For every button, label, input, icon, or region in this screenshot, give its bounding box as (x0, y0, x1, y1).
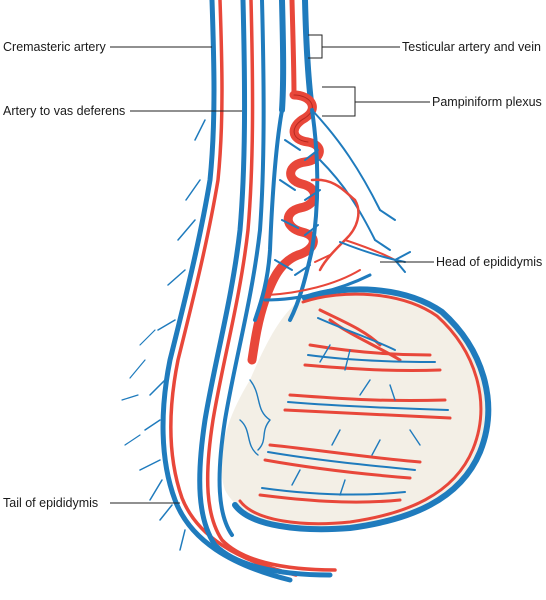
cremasteric-vessels (121, 0, 298, 583)
vas-deferens-vessels (197, 0, 337, 578)
leader-lines (110, 34, 434, 504)
septal-vessels (239, 308, 452, 504)
testis (221, 286, 492, 533)
label-tail-of-epididymis: Tail of epididymis (3, 496, 99, 510)
testicular-vessels (247, 0, 411, 365)
label-artery-to-vas-deferens: Artery to vas deferens (3, 104, 126, 118)
label-cremasteric-artery: Cremasteric artery (3, 40, 106, 54)
label-testicular-artery-and-vein: Testicular artery and vein (402, 40, 541, 54)
label-head-of-epididymis: Head of epididymis (436, 255, 543, 269)
label-pampiniform-plexus: Pampiniform plexus (432, 95, 542, 109)
